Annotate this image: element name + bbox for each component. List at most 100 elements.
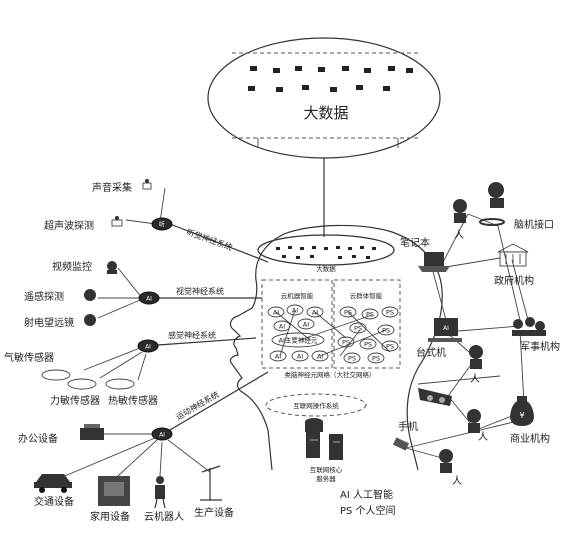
brain-network: 大数据 云机器智能 云群体智能 AI AI AI AI AI AI AI AI — [257, 234, 401, 417]
auditory-branch: 听 听觉神经系统 声音采集 超声波探测 — [44, 179, 269, 263]
visual-branch: AI 视觉神经系统 视频监控 遥感探测 射电望远镜 — [24, 260, 262, 329]
svg-text:AI: AI — [303, 321, 309, 329]
car-icon — [34, 474, 72, 493]
svg-text:PS: PS — [364, 341, 372, 349]
ultrasonic-sensor-icon — [111, 216, 123, 227]
ai-neuron: AI — [269, 350, 287, 362]
sensor-video: 视频监控 — [52, 260, 92, 273]
legend: AI 人工智能 PS 个人空间 — [340, 488, 396, 517]
sensor-gas: 气敏传感器 — [4, 351, 54, 364]
sound-sensor-icon — [142, 179, 152, 190]
org-military: 军事机构 — [520, 340, 560, 353]
ps-neuron: PS — [339, 306, 357, 318]
device-office: 办公设备 — [18, 432, 58, 445]
camera-icon — [107, 261, 117, 274]
oil-pump-icon — [200, 465, 222, 501]
ps-neuron: PS — [343, 352, 361, 364]
gas-sensor-shape — [41, 369, 71, 381]
force-sensor-shape — [67, 378, 97, 390]
person-icon — [467, 409, 481, 433]
svg-text:AI: AI — [273, 309, 279, 317]
auditory-system-label: 听觉神经系统 — [185, 226, 234, 252]
person-4: 人 — [452, 475, 462, 487]
svg-text:AI: AI — [443, 325, 449, 332]
sensor-ultrasonic: 超声波探测 — [44, 219, 94, 232]
svg-text:AI: AI — [145, 344, 151, 351]
satellite-dish-icon — [84, 289, 96, 301]
sensor-sound: 声音采集 — [92, 181, 132, 194]
ps-neuron: PS — [361, 308, 379, 320]
sensor-heat: 热敏传感器 — [108, 394, 158, 407]
bigdata-cloud: 大数据 — [207, 37, 441, 237]
money-bag-icon: ¥ — [510, 396, 534, 426]
svg-text:AI: AI — [312, 309, 318, 317]
motor-node: AI — [151, 427, 173, 441]
government-building-icon — [497, 243, 529, 267]
cloud-brain-label: 云机器智能 — [281, 291, 314, 300]
person-1: 人 — [454, 229, 464, 241]
desktop-computer-icon: AI — [428, 318, 462, 342]
device-home: 家用设备 — [90, 510, 130, 523]
ps-neuron: PS — [377, 324, 395, 336]
svg-text:AI: AI — [317, 353, 323, 361]
person-3: 人 — [478, 431, 488, 443]
svg-text:AI: AI — [297, 353, 303, 361]
svg-text:PS: PS — [344, 309, 352, 317]
svg-text:PS: PS — [386, 309, 394, 317]
ai-center-node: AI主要神经元 — [271, 332, 325, 348]
ps-neurons: PS PS PS PS PS PS PS PS PS PS — [337, 306, 399, 364]
bigdata-label: 大数据 — [303, 104, 348, 122]
svg-text:听: 听 — [159, 221, 165, 229]
vr-headset-icon — [418, 388, 452, 406]
sensory-node: AI — [137, 339, 159, 353]
ps-neuron: PS — [349, 322, 367, 334]
sensory-system-label: 感觉神经系统 — [168, 330, 216, 340]
bci-person-icon — [479, 182, 505, 226]
svg-text:PS: PS — [354, 325, 362, 333]
ai-neurons: AI AI AI AI AI AI AI AI — [267, 304, 329, 362]
legend-ai: AI 人工智能 — [340, 488, 393, 501]
motor-branch: AI 运动神经系统 办公设备 交通设备 家用设备 云机器人 — [18, 371, 269, 523]
right-network: 笔记本 人 脑机接口 政府机构 AI 台式机 — [392, 182, 560, 487]
sensory-branch: AI 感觉神经系统 气敏传感器 力敏传感器 热敏传感器 — [4, 330, 257, 407]
telescope-icon — [84, 314, 96, 326]
svg-text:AI: AI — [292, 307, 298, 315]
org-government: 政府机构 — [494, 274, 534, 287]
printer-icon — [80, 424, 104, 440]
org-business: 商业机构 — [510, 432, 550, 445]
person-icon — [439, 449, 453, 473]
brain-data-dots — [276, 246, 376, 259]
ai-neuron: AI — [297, 318, 315, 330]
ps-neuron: PS — [359, 338, 377, 350]
ps-neuron: PS — [367, 352, 385, 364]
server-label-2: 服务器 — [316, 474, 336, 483]
sensor-remote: 遥感探测 — [24, 290, 64, 303]
ai-neuron: AI — [267, 306, 285, 318]
svg-text:PS: PS — [386, 343, 394, 351]
data-block-row-1 — [250, 66, 413, 73]
ps-neuron: PS — [381, 306, 399, 318]
data-block-row-2 — [248, 85, 390, 92]
device-traffic: 交通设备 — [34, 495, 74, 508]
server-label-1: 互联网核心 — [310, 465, 343, 474]
ai-neuron: AI — [306, 306, 324, 318]
svg-text:PS: PS — [366, 311, 374, 319]
svg-text:PS: PS — [382, 327, 390, 335]
visual-system-label: 视觉神经系统 — [176, 286, 224, 296]
svg-text:PS: PS — [348, 355, 356, 363]
ai-neuron: AI — [273, 320, 291, 332]
laptop-icon — [418, 252, 450, 272]
device-production: 生产设备 — [194, 506, 234, 519]
svg-text:AI: AI — [159, 432, 165, 439]
svg-text:AI主要神经元: AI主要神经元 — [279, 336, 318, 345]
motor-system-label: 运动神经系统 — [174, 389, 221, 422]
sensor-force: 力敏传感器 — [50, 394, 100, 407]
ps-neuron: PS — [381, 340, 399, 352]
svg-text:AI: AI — [279, 323, 285, 331]
robot-icon — [154, 476, 166, 509]
sensor-telescope: 射电望远镜 — [24, 316, 74, 329]
network-label: 类脑神经元网络（大社交网络） — [285, 370, 376, 379]
phone-icon — [392, 437, 410, 451]
svg-text:AI: AI — [146, 296, 152, 303]
